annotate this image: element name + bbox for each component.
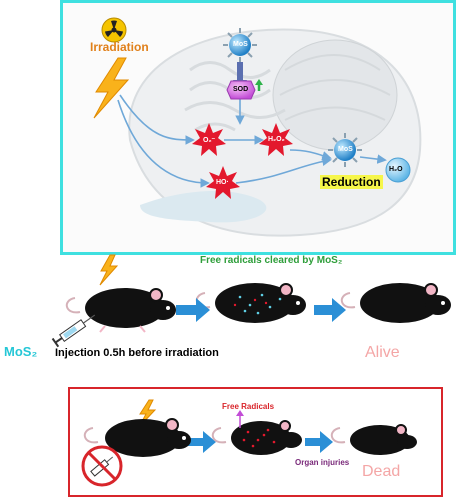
mos2-particle	[328, 133, 362, 167]
process-arrow	[186, 431, 216, 453]
mos2-injection-label: MoS₂	[4, 344, 38, 359]
reduction-label: Reduction	[320, 175, 383, 189]
process-arrow	[176, 298, 210, 322]
dead-label: Dead	[362, 463, 401, 480]
no-syringe-icon	[81, 445, 123, 487]
mos2-label-top: MoS	[233, 41, 248, 48]
lightning-icon	[99, 254, 119, 286]
superoxide-radical	[192, 123, 226, 156]
alive-label: Alive	[365, 344, 400, 361]
injection-label: Injection 0.5h before irradiation	[55, 347, 219, 359]
lightning-icon	[93, 57, 130, 119]
hydrogen-peroxide-radical	[259, 123, 293, 156]
mouse-icon	[330, 424, 417, 455]
mos2-particle	[223, 28, 257, 62]
process-arrow	[305, 431, 333, 453]
mouse-icon	[195, 283, 306, 323]
hydroxyl-radical	[206, 166, 240, 199]
cleared-caption: Free radicals cleared by MoS₂	[200, 255, 343, 266]
organ-injuries-label: Organ injuries	[295, 458, 350, 467]
superoxide-label: O₂⁻	[203, 137, 216, 144]
irradiation-label: Irradiation	[90, 40, 149, 54]
sod-enzyme	[226, 80, 256, 100]
water-label: H₂O	[389, 166, 403, 173]
process-arrow	[314, 298, 346, 322]
hydrogen-peroxide-label: H₂O₂	[268, 136, 285, 143]
radiation-icon	[101, 17, 127, 43]
mouse-icon	[65, 288, 176, 333]
water-molecule	[385, 157, 411, 183]
syringe-icon	[51, 314, 96, 348]
mos2-label-mid: MoS	[338, 146, 353, 153]
hydroxyl-label: HO·	[216, 179, 229, 186]
mouse-icon	[340, 283, 451, 323]
mouse-icon	[211, 420, 302, 455]
free-radicals-label: Free Radicals	[222, 402, 275, 411]
sod-label: SOD	[233, 86, 249, 93]
mouse-icon	[83, 418, 191, 457]
reaction-arrows	[117, 94, 387, 188]
